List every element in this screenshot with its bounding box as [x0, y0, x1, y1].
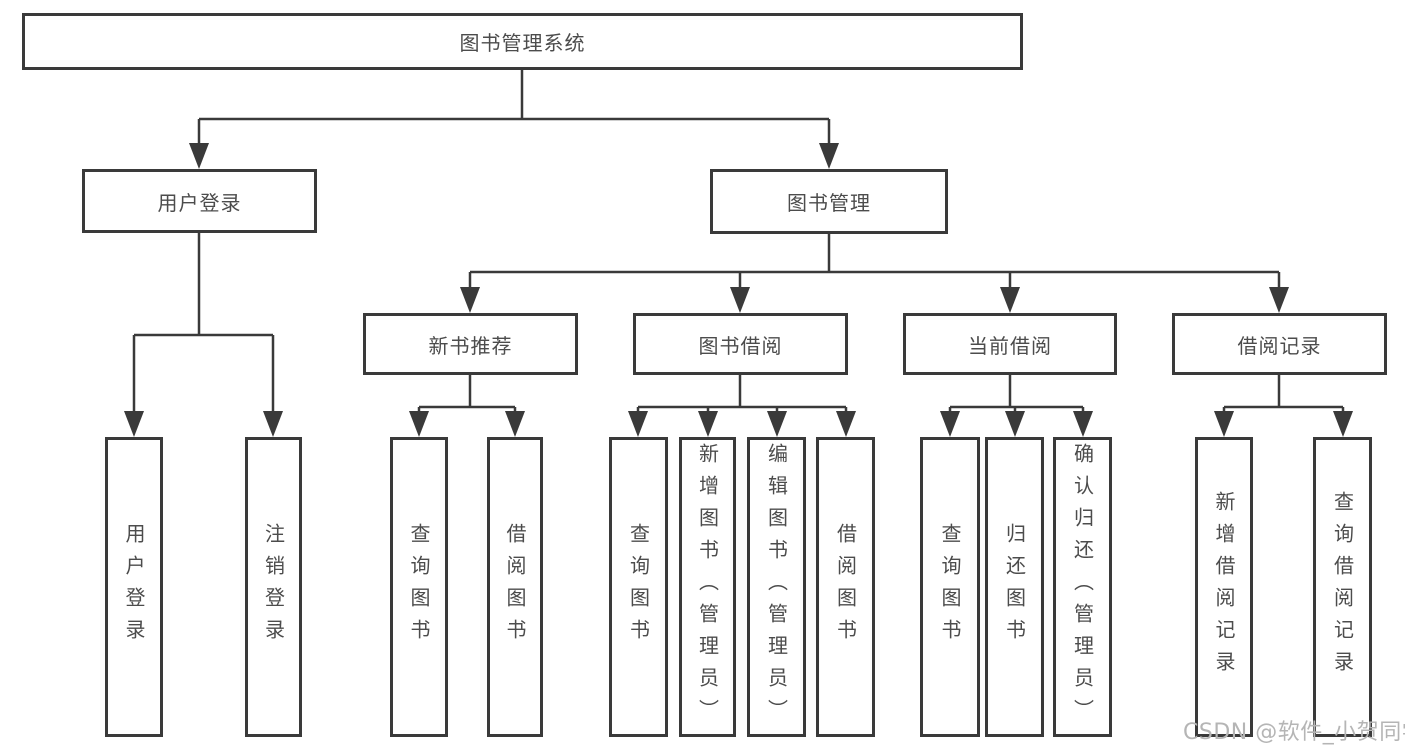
node-book-management: 图书管理	[710, 169, 948, 234]
arrowhead	[819, 143, 839, 169]
arrowhead	[263, 411, 283, 437]
node-label: 新增图书（管理员）	[695, 443, 720, 731]
node-label: 新书推荐	[428, 333, 513, 358]
node-label: 用户登录	[122, 523, 146, 651]
node-label: 归还图书	[1002, 523, 1027, 651]
arrowhead	[1000, 287, 1020, 313]
node-label: 查询图书	[407, 523, 431, 651]
arrowhead	[1269, 287, 1289, 313]
node-user-login: 用户登录	[82, 169, 317, 233]
arrowhead	[460, 287, 480, 313]
node-label: 新增借阅记录	[1212, 491, 1236, 683]
node-label: 借阅图书	[833, 523, 858, 651]
node-current-borrowing: 当前借阅	[903, 313, 1117, 375]
arrowhead	[836, 411, 856, 437]
node-br-search-record: 查询借阅记录	[1313, 437, 1372, 737]
node-book-borrowing: 图书借阅	[633, 313, 848, 375]
arrowhead	[940, 411, 960, 437]
arrowhead	[189, 143, 209, 169]
node-user-login-leaf: 用户登录	[105, 437, 163, 737]
node-label: 确认归还（管理员）	[1070, 443, 1095, 731]
node-br-add-record: 新增借阅记录	[1195, 437, 1253, 737]
arrowhead	[124, 411, 144, 437]
arrowhead	[505, 411, 525, 437]
node-cb-return-books: 归还图书	[985, 437, 1044, 737]
node-borrowing-records: 借阅记录	[1172, 313, 1387, 375]
arrowhead	[409, 411, 429, 437]
node-label: 借阅图书	[503, 523, 527, 651]
arrowhead	[1073, 411, 1093, 437]
node-label: 借阅记录	[1237, 333, 1322, 358]
node-label: 查询图书	[938, 523, 962, 651]
node-label: 当前借阅	[968, 333, 1052, 358]
node-logout: 注销登录	[245, 437, 302, 737]
node-cb-search-books: 查询图书	[920, 437, 980, 737]
node-label: 注销登录	[261, 523, 286, 651]
node-bb-search-books: 查询图书	[609, 437, 668, 737]
node-label: 用户登录	[157, 190, 242, 215]
node-label: 查询借阅记录	[1330, 491, 1355, 683]
node-nb-search-books: 查询图书	[390, 437, 448, 737]
node-label: 图书借阅	[698, 333, 783, 358]
node-label: 图书管理系统	[459, 31, 586, 55]
arrowhead	[767, 411, 787, 437]
arrowhead	[1333, 411, 1353, 437]
arrowhead	[730, 287, 750, 313]
node-label: 查询图书	[626, 523, 651, 651]
node-book-management-system: 图书管理系统	[22, 13, 1023, 70]
arrowhead	[1214, 411, 1234, 437]
node-new-book-recommendation: 新书推荐	[363, 313, 578, 375]
node-bb-edit-books-admin: 编辑图书（管理员）	[747, 437, 806, 737]
node-label: 图书管理	[787, 191, 871, 215]
node-cb-confirm-return-admin: 确认归还（管理员）	[1053, 437, 1112, 737]
node-label: 编辑图书（管理员）	[764, 443, 789, 731]
watermark-text: CSDN @软件_小贺同学	[1183, 720, 1405, 745]
node-nb-borrow-books: 借阅图书	[487, 437, 543, 737]
node-bb-add-books-admin: 新增图书（管理员）	[679, 437, 736, 737]
node-bb-borrow-books: 借阅图书	[816, 437, 875, 737]
arrowhead	[628, 411, 648, 437]
arrowhead	[1005, 411, 1025, 437]
arrowhead	[698, 411, 718, 437]
